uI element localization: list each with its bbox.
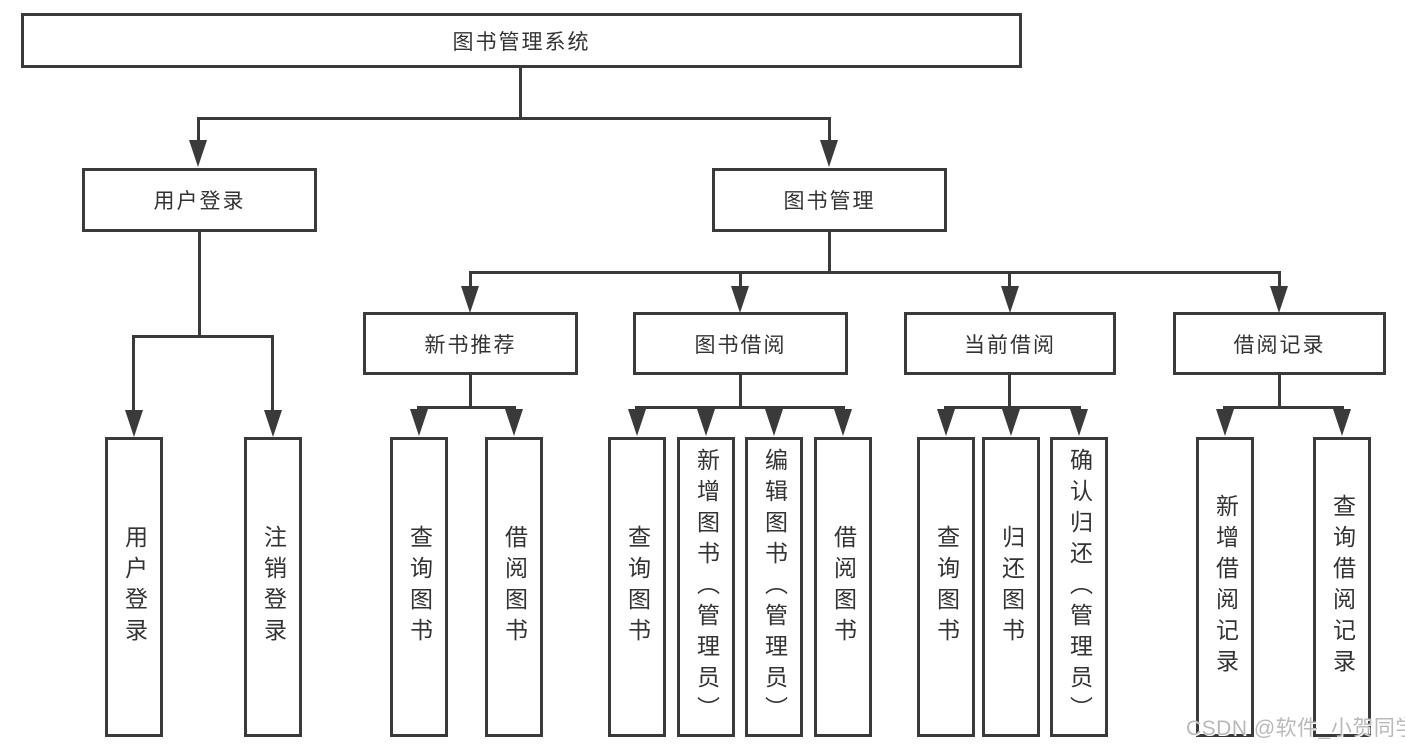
connector-line (132, 335, 274, 338)
arrow-down-icon (834, 409, 852, 436)
node-label: 新书推荐 (424, 333, 517, 357)
arrow-down-icon (1216, 409, 1234, 436)
arrow-down-icon (1001, 286, 1019, 313)
leaf-label: 查询图书 (933, 525, 960, 649)
leaf-br-query-record: 查询借阅记录 (1313, 437, 1371, 737)
connector-line (739, 271, 742, 287)
leaf-cb-return-books: 归还图书 (982, 437, 1040, 737)
leaf-label: 编辑图书（管理员） (761, 447, 788, 727)
arrow-down-icon (937, 409, 955, 436)
node-label: 图书借阅 (694, 333, 787, 357)
arrow-down-icon (461, 286, 479, 313)
arrow-down-icon (1070, 409, 1088, 436)
leaf-user-login: 用户登录 (105, 437, 163, 737)
leaf-label: 借阅图书 (501, 525, 528, 649)
arrow-down-icon (628, 409, 646, 436)
leaf-bb-borrow-books: 借阅图书 (814, 437, 872, 737)
node-new-book-recommendation: 新书推荐 (363, 312, 578, 375)
node-book-management: 图书管理 (712, 168, 947, 232)
leaf-label: 查询图书 (406, 525, 433, 649)
connector-line (132, 335, 135, 411)
connector-line (469, 271, 472, 287)
node-borrowing-records: 借阅记录 (1173, 312, 1386, 375)
arrow-down-icon (1270, 286, 1288, 313)
connector-line (469, 375, 472, 409)
leaf-label: 注销登录 (260, 525, 287, 649)
connector-line (828, 117, 831, 143)
leaf-nb-query-books: 查询图书 (390, 437, 448, 737)
leaf-label: 新增图书（管理员） (693, 447, 720, 727)
arrow-down-icon (125, 410, 143, 437)
leaf-label: 新增借阅记录 (1212, 494, 1239, 680)
leaf-label: 查询借阅记录 (1329, 494, 1356, 680)
leaf-label: 借阅图书 (830, 525, 857, 649)
arrow-down-icon (264, 410, 282, 437)
connector-line (1278, 271, 1281, 287)
node-label: 图书管理系统 (452, 30, 591, 54)
node-label: 借阅记录 (1233, 333, 1326, 357)
leaf-bb-edit-books-admin: 编辑图书（管理员） (745, 437, 803, 737)
leaf-label: 用户登录 (121, 525, 148, 649)
connector-line (198, 232, 201, 338)
connector-line (1008, 375, 1011, 409)
arrow-down-icon (765, 409, 783, 436)
connector-line (1008, 271, 1011, 287)
connector-line (197, 117, 831, 120)
watermark: CSDN @软件_小贺同学 (1186, 717, 1405, 740)
connector-line (469, 271, 1281, 274)
leaf-logout: 注销登录 (244, 437, 302, 737)
leaf-label: 查询图书 (624, 525, 651, 649)
leaf-label: 归还图书 (998, 525, 1025, 649)
node-label: 用户登录 (153, 190, 246, 213)
node-current-borrowing: 当前借阅 (904, 312, 1116, 375)
leaf-bb-add-books-admin: 新增图书（管理员） (677, 437, 735, 737)
connector-line (417, 406, 516, 409)
connector-line (944, 406, 1081, 409)
arrow-down-icon (731, 286, 749, 313)
leaf-label: 确认归还（管理员） (1066, 447, 1093, 727)
node-book-borrowing: 图书借阅 (633, 312, 848, 375)
arrow-down-icon (505, 409, 523, 436)
leaf-br-add-record: 新增借阅记录 (1196, 437, 1254, 737)
arrow-down-icon (189, 140, 207, 167)
arrow-down-icon (820, 140, 838, 167)
arrow-down-icon (410, 409, 428, 436)
connector-line (635, 406, 845, 409)
leaf-cb-query-books: 查询图书 (917, 437, 975, 737)
node-label: 当前借阅 (964, 333, 1056, 357)
leaf-bb-query-books: 查询图书 (608, 437, 666, 737)
leaf-nb-borrow-books: 借阅图书 (485, 437, 543, 737)
connector-line (197, 117, 200, 143)
arrow-down-icon (1333, 409, 1351, 436)
connector-line (739, 375, 742, 409)
node-label: 图书管理 (783, 190, 876, 213)
node-root-library-management-system: 图书管理系统 (21, 13, 1022, 68)
node-user-login: 用户登录 (82, 168, 317, 232)
connector-line (1223, 406, 1344, 409)
arrow-down-icon (1002, 409, 1020, 436)
arrow-down-icon (697, 409, 715, 436)
connector-line (519, 68, 522, 120)
connector-line (1278, 375, 1281, 409)
leaf-cb-confirm-return-admin: 确认归还（管理员） (1050, 437, 1108, 737)
connector-line (828, 232, 831, 274)
connector-line (271, 335, 274, 411)
